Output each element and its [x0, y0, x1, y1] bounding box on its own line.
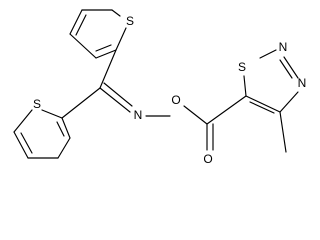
- thiadiazole-nitrogen-atom-label-top: N: [279, 40, 288, 54]
- chemical-structure-diagram: S N S O O: [13, 9, 307, 167]
- thiadiazole-ring: S N N: [238, 40, 307, 153]
- thiadiazole-sulfur-atom-label: S: [238, 60, 246, 74]
- imine-core: N: [61, 49, 143, 122]
- thiophene-ring-left: S: [13, 97, 71, 159]
- sulfur-atom-label: S: [33, 97, 41, 111]
- carbonyl-oxygen-atom-label: O: [203, 152, 212, 166]
- nitrogen-atom-label: N: [134, 108, 143, 122]
- molecule-drawing: S N S O O: [13, 9, 307, 166]
- thiophene-ring-top: S: [69, 9, 134, 59]
- oxygen-atom-label: O: [171, 93, 180, 107]
- thiadiazole-nitrogen-atom-label-right: N: [298, 76, 307, 90]
- sulfur-atom-label: S: [126, 14, 134, 28]
- oxime-ester-linker: O O: [145, 93, 247, 166]
